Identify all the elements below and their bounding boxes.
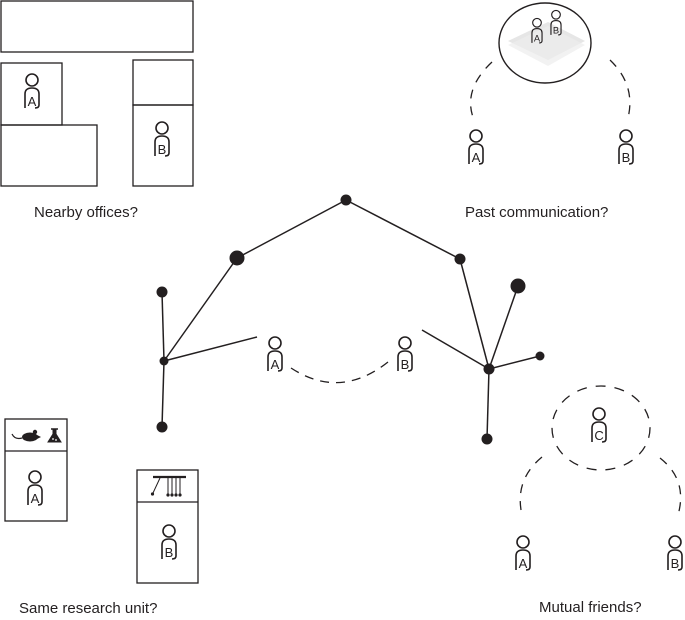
person-label: A — [31, 491, 40, 506]
network-edge — [236, 199, 347, 259]
network-edge — [345, 199, 461, 260]
person-a-icon: A — [267, 336, 283, 372]
network-edge — [163, 257, 238, 362]
office-b — [132, 104, 194, 187]
person-b-icon: B — [550, 9, 562, 36]
past-communication-panel: A B A B Past communication? — [465, 2, 634, 221]
person-label: A — [534, 33, 541, 43]
person-label: B — [622, 150, 631, 165]
network-edge — [161, 291, 165, 362]
person-label: A — [472, 150, 481, 165]
person-a-icon: A — [24, 73, 40, 109]
person-label: B — [671, 556, 680, 571]
network-node-left-bottom-leaf — [156, 421, 168, 433]
network-node-left-top-leaf — [156, 286, 168, 298]
office-shared-room — [0, 124, 98, 187]
caption-nearby-offices: Nearby offices? — [34, 204, 138, 221]
newtons-cradle-icon — [150, 475, 186, 497]
person-c-icon: C — [591, 407, 607, 443]
dashed-link-b — [659, 457, 682, 516]
person-b-icon: B — [154, 121, 170, 157]
network-edge — [486, 368, 490, 440]
person-label: B — [553, 25, 559, 35]
network-node-right-top-leaf — [510, 278, 526, 294]
mutual-friends-panel: C A B Mutual friends? — [515, 385, 683, 616]
person-a-icon: A — [27, 470, 43, 506]
network-edge — [161, 360, 165, 428]
person-label: C — [594, 428, 603, 443]
network-node-right-side-leaf — [535, 351, 545, 361]
network-node-top — [340, 194, 352, 206]
research-unit-a — [4, 418, 68, 522]
person-label: B — [401, 357, 410, 372]
network-edge — [421, 329, 490, 370]
meeting-bubble — [498, 2, 592, 84]
network-nodes — [156, 194, 545, 445]
same-research-unit-panel: A B Same research unit? — [4, 418, 199, 617]
nearby-offices-panel: A B Nearby offices? — [0, 0, 194, 221]
dashed-link-a — [470, 61, 493, 121]
person-b-icon: B — [618, 129, 634, 165]
caption-same-research-unit: Same research unit? — [19, 600, 157, 617]
person-a-icon: A — [515, 535, 531, 571]
dashed-link-a — [519, 456, 543, 516]
dashed-link-b — [609, 59, 631, 119]
person-label: B — [165, 545, 174, 560]
network-node-left-upper — [229, 250, 245, 266]
network-edge — [488, 355, 541, 370]
person-label: A — [519, 556, 528, 571]
network-edge — [488, 285, 519, 370]
caption-mutual-friends: Mutual friends? — [539, 599, 642, 616]
person-b-icon: B — [397, 336, 413, 372]
person-b-icon: B — [667, 535, 683, 571]
research-unit-b — [136, 469, 199, 584]
meeting-icon: A B — [508, 9, 585, 66]
mutual-friend-bubble — [551, 385, 651, 471]
person-b-icon: B — [161, 524, 177, 560]
caption-past-communication: Past communication? — [465, 204, 608, 221]
network-edge — [163, 336, 258, 362]
flask-icon — [47, 428, 62, 443]
network-edge — [459, 258, 490, 370]
person-label: A — [271, 357, 280, 372]
person-a-icon: A — [531, 17, 543, 44]
network-node-left-hub — [159, 356, 169, 366]
person-a-icon: A — [468, 129, 484, 165]
person-label: B — [158, 142, 167, 157]
network-node-right-hub — [483, 363, 495, 375]
dashed-link-a-b — [290, 361, 389, 384]
network-node-right-bottom-leaf — [481, 433, 493, 445]
office-corridor — [0, 0, 194, 53]
network-node-right-upper — [454, 253, 466, 265]
office-b-storage — [132, 59, 194, 106]
mouse-icon — [11, 429, 41, 442]
person-label: A — [28, 94, 37, 109]
network-edges — [161, 199, 541, 440]
